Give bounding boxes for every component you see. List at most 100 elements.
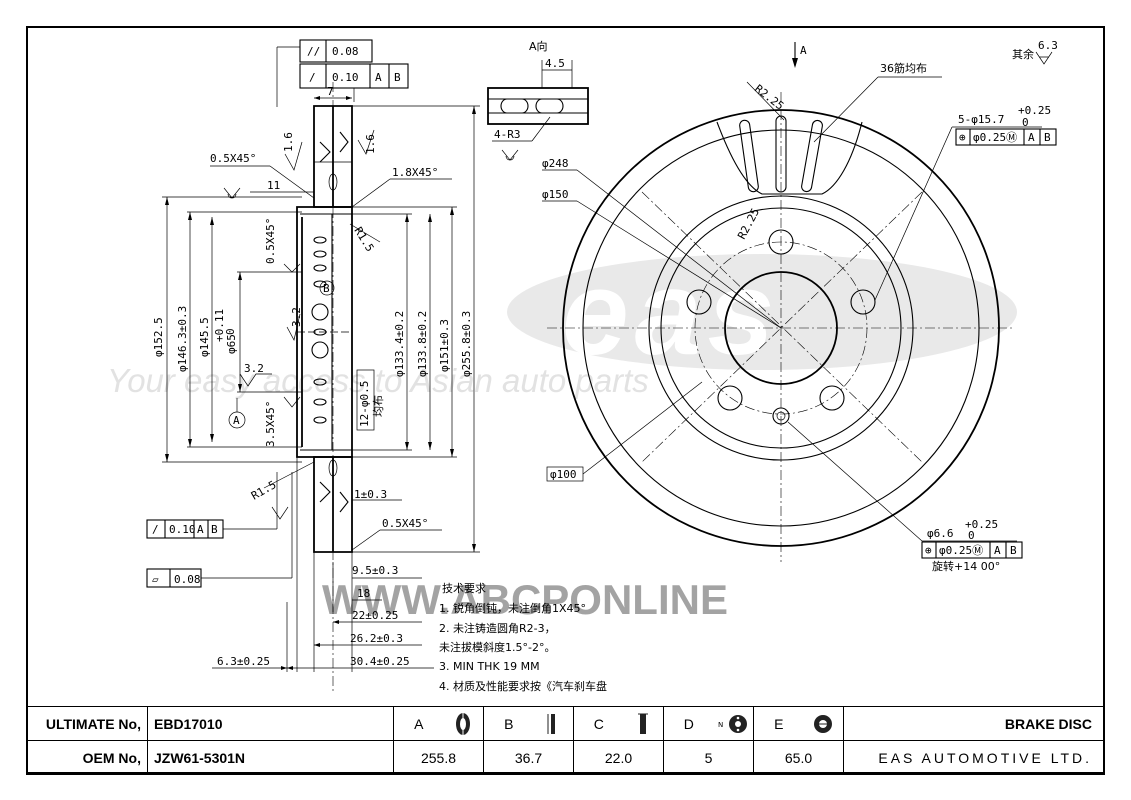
drawing-frame: eas Your easy access to Asian auto parts…: [26, 26, 1105, 774]
svg-text:A: A: [233, 414, 240, 427]
dim-b-value: 36.7: [483, 740, 574, 775]
disc-height-icon: [533, 706, 574, 741]
svg-text:⊕: ⊕: [925, 544, 932, 557]
svg-text:0.08: 0.08: [174, 573, 201, 586]
svg-text:R2.25: R2.25: [752, 82, 786, 113]
watermark-tagline: Your easy access to Asian auto parts: [107, 362, 649, 399]
svg-text:A: A: [197, 523, 204, 536]
width-dimensions: 9.5±0.3 18 22±0.25 26.2±0.3 30.4±0.25 6.…: [212, 457, 434, 672]
disc-thickness-icon: [623, 706, 664, 741]
diameter-dimensions: φ152.5 φ146.3±0.3 φ145.5 φ65 +0.11 0: [152, 105, 480, 553]
svg-text:φ133.4±0.2: φ133.4±0.2: [393, 311, 406, 377]
svg-text:0.5X45°: 0.5X45°: [264, 218, 277, 264]
watermark: eas Your easy access to Asian auto parts…: [107, 246, 1017, 623]
svg-text:φ0.25Ⓜ: φ0.25Ⓜ: [939, 544, 983, 557]
gdt-frame-top: // 0.08 / 0.10 A B: [276, 39, 409, 107]
oem-number-value: JZW61-5301N: [147, 740, 394, 775]
svg-text:φ100: φ100: [550, 468, 577, 481]
technical-notes: 技术要求 1. 锐角倒钝，未注倒角1X45° 2. 未注铸造圆角R2-3， 未注…: [439, 582, 607, 693]
svg-text:φ150: φ150: [542, 188, 569, 201]
svg-text:6.3±0.25: 6.3±0.25: [217, 655, 270, 668]
svg-text:φ145.5: φ145.5: [198, 317, 211, 357]
svg-text:1.8X45°: 1.8X45°: [392, 166, 438, 179]
bolt-holes-icon: N: [713, 706, 754, 741]
watermark-logo: eas: [562, 246, 780, 380]
dim-c-code: C: [573, 706, 624, 741]
svg-text:36筋均布: 36筋均布: [880, 61, 927, 75]
svg-text:+0.25: +0.25: [1018, 104, 1051, 117]
gdt-frame-bottom: / 0.10 A B ▱ 0.08: [146, 472, 293, 588]
svg-text:φ0.25Ⓜ: φ0.25Ⓜ: [973, 131, 1017, 144]
svg-text:1±0.3: 1±0.3: [354, 488, 387, 501]
svg-text:/: /: [152, 523, 159, 536]
svg-text:⊕: ⊕: [959, 131, 966, 144]
svg-text:9.5±0.3: 9.5±0.3: [352, 564, 398, 577]
svg-text:18: 18: [357, 587, 370, 600]
dim-e-code: E: [753, 706, 804, 741]
dim-a-value: 255.8: [393, 740, 484, 775]
svg-text:12-φ0.5: 12-φ0.5: [358, 381, 371, 427]
dim-e-value: 65.0: [753, 740, 844, 775]
dim-c-value: 22.0: [573, 740, 664, 775]
svg-text:+0.25: +0.25: [965, 518, 998, 531]
svg-text:未注拔模斜度1.5°-2°。: 未注拔模斜度1.5°-2°。: [439, 640, 555, 654]
svg-text:B: B: [1044, 131, 1051, 144]
section-view: // 0.08 / 0.10 A B 7: [146, 39, 480, 692]
svg-text:其余: 其余: [1012, 47, 1034, 61]
bolt-hole-slots: [311, 236, 329, 424]
svg-text:φ248: φ248: [542, 157, 569, 170]
svg-text:0: 0: [224, 328, 237, 335]
dim-d-code: D: [663, 706, 714, 741]
svg-text:φ151±0.3: φ151±0.3: [438, 319, 451, 372]
cooling-ribs: [716, 115, 863, 195]
detail-view-a: A向 4.5 4-R3: [487, 39, 589, 161]
svg-text:φ152.5: φ152.5: [152, 317, 165, 357]
section-hub: [296, 206, 353, 458]
svg-text:3.2: 3.2: [244, 362, 264, 375]
svg-text:0.5X45°: 0.5X45°: [382, 517, 428, 530]
svg-text:φ133.8±0.2: φ133.8±0.2: [416, 311, 429, 377]
svg-text:φ6.6: φ6.6: [927, 527, 954, 540]
svg-text:B: B: [1010, 544, 1017, 557]
svg-text:7: 7: [327, 85, 334, 98]
svg-text:0: 0: [968, 529, 975, 542]
product-title: BRAKE DISC: [843, 706, 1105, 741]
svg-text:11: 11: [267, 179, 280, 192]
oem-number-label: OEM No,: [26, 740, 148, 775]
ultimate-number-label: ULTIMATE No,: [26, 706, 148, 741]
svg-text:▱: ▱: [152, 573, 159, 586]
svg-text:0: 0: [1022, 116, 1029, 129]
svg-text:A向: A向: [529, 39, 548, 53]
center-bore-icon: [803, 706, 844, 741]
svg-text:2. 未注铸造圆角R2-3，: 2. 未注铸造圆角R2-3，: [439, 621, 556, 635]
svg-text:0.10: 0.10: [332, 71, 359, 84]
svg-text:/: /: [309, 71, 316, 84]
svg-text:φ255.8±0.3: φ255.8±0.3: [460, 311, 473, 377]
technical-drawing: eas Your easy access to Asian auto parts…: [107, 39, 1058, 693]
disc-diameter-icon: [443, 706, 484, 741]
svg-text:4-R3: 4-R3: [494, 128, 521, 141]
svg-text:5-φ15.7: 5-φ15.7: [958, 113, 1004, 126]
watermark-site: WWW.ABCPONLINE: [322, 576, 728, 623]
svg-text:1.6: 1.6: [282, 132, 295, 152]
svg-text:φ146.3±0.3: φ146.3±0.3: [176, 306, 189, 372]
svg-text:4.5: 4.5: [545, 57, 565, 70]
svg-text:B: B: [323, 282, 330, 295]
svg-text:26.2±0.3: 26.2±0.3: [350, 632, 403, 645]
dim-a-code: A: [393, 706, 444, 741]
svg-text:22±0.25: 22±0.25: [352, 609, 398, 622]
bolt-holes: [686, 229, 876, 425]
svg-text://: //: [307, 45, 320, 58]
svg-text:4. 材质及性能要求按《汽车刹车盘: 4. 材质及性能要求按《汽车刹车盘: [439, 679, 607, 693]
svg-text:0.08: 0.08: [332, 45, 359, 58]
svg-text:0.5X45°: 0.5X45°: [210, 152, 256, 165]
svg-text:N: N: [718, 721, 723, 729]
svg-text:R2.25: R2.25: [735, 206, 762, 241]
ultimate-number-value: EBD17010: [147, 706, 394, 741]
svg-text:3.5X45°: 3.5X45°: [264, 401, 277, 447]
company-name: EAS AUTOMOTIVE LTD.: [843, 740, 1105, 775]
svg-text:30.4±0.25: 30.4±0.25: [350, 655, 410, 668]
svg-text:1. 锐角倒钝，未注倒角1X45°: 1. 锐角倒钝，未注倒角1X45°: [439, 601, 586, 615]
svg-text:3. MIN THK 19 MM: 3. MIN THK 19 MM: [439, 660, 540, 673]
svg-text:1.6: 1.6: [364, 134, 377, 154]
